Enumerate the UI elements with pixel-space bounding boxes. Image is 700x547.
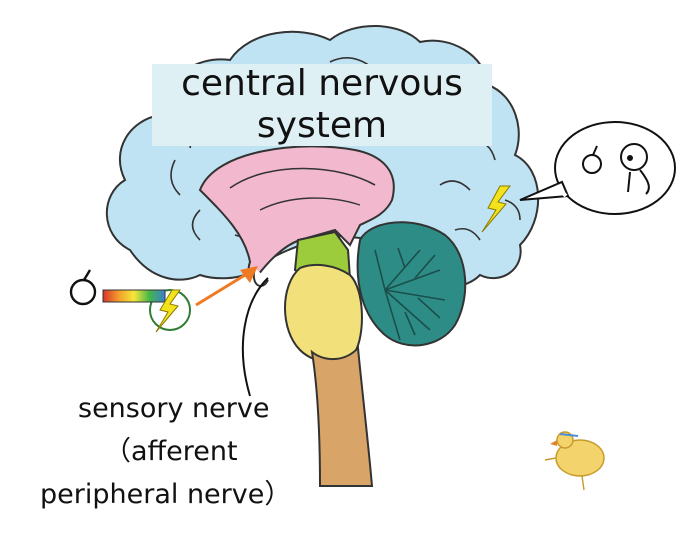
- signal-arrow-line: [195, 270, 251, 307]
- chick-doodle-icon: [544, 431, 605, 491]
- thought-bubble: [519, 121, 676, 215]
- signal-arrow-head: [240, 266, 258, 283]
- nerve-label-line-1: sensory nerve: [78, 393, 270, 424]
- title-line-2: system: [256, 105, 388, 146]
- spark-left-icon: [155, 289, 181, 333]
- callosum-inner-line-2: [259, 197, 361, 211]
- nerve-pointer-line: [241, 277, 269, 397]
- cerebellum-branches: [374, 247, 446, 341]
- light-ray: [102, 289, 166, 303]
- nerve-label-line-2: （afferent: [104, 436, 238, 467]
- apple-icon: [69, 269, 97, 306]
- pons-shape: [284, 263, 363, 364]
- title-box: [152, 64, 492, 146]
- spark-right-icon: [481, 185, 511, 233]
- bubble-apple-icon: [582, 145, 602, 174]
- cerebellum-shape: [356, 221, 467, 347]
- title-line-1: central nervous: [181, 63, 463, 104]
- nerve-label-line-3: peripheral nerve）: [40, 479, 292, 510]
- spinal-cord-shape: [310, 345, 374, 487]
- callosum-inner-line: [229, 167, 376, 189]
- bubble-person-icon: [620, 143, 650, 195]
